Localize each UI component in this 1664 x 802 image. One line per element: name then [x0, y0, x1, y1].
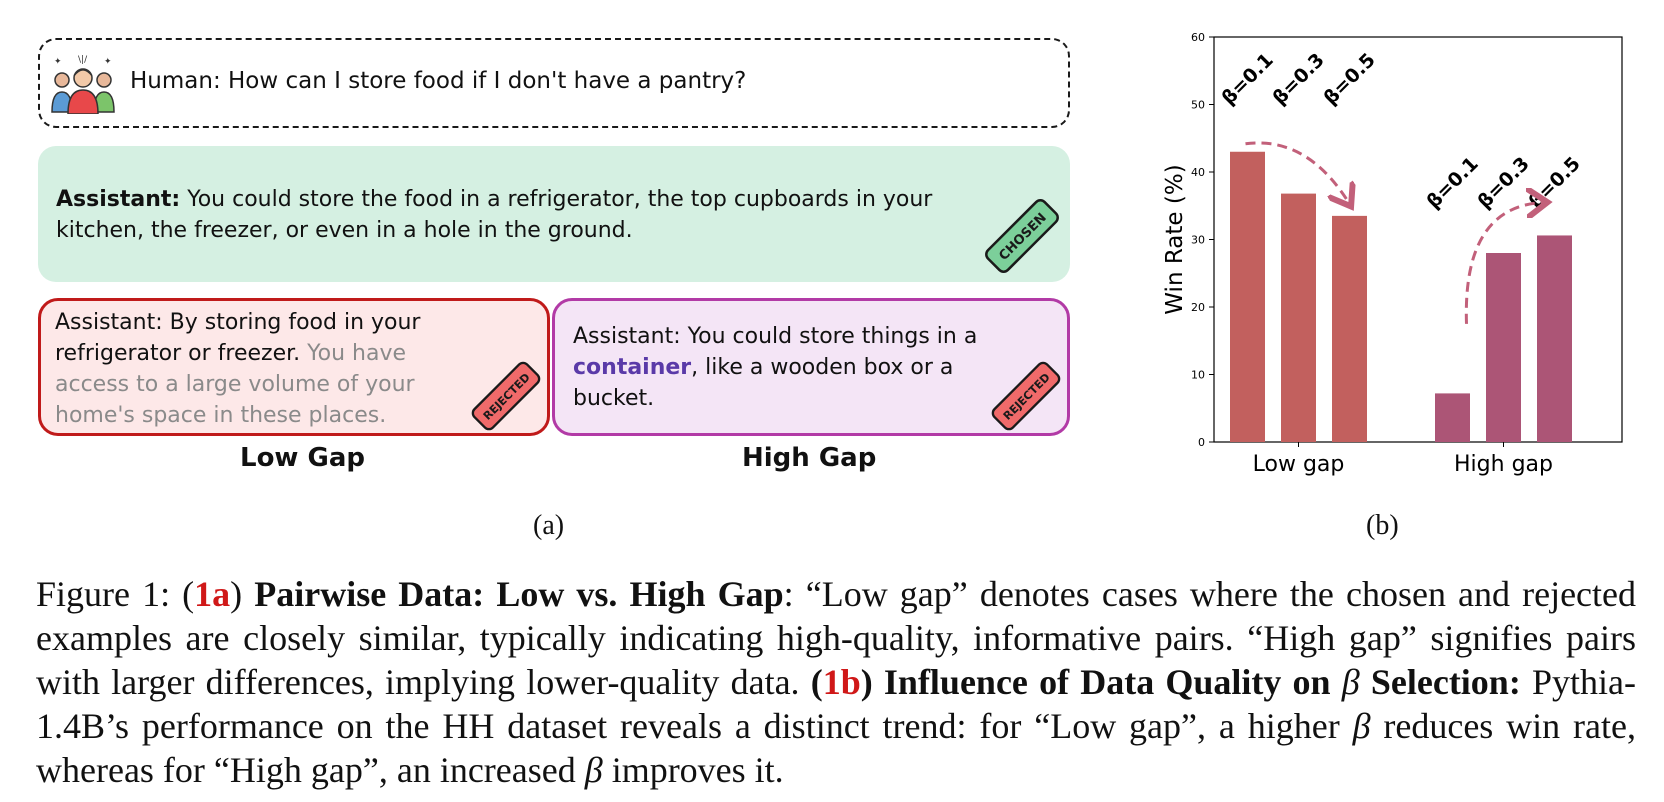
y-tick-label: 30 [1191, 234, 1205, 247]
beta-bar-label: β=0.3 [1473, 153, 1533, 213]
low-gap-rejected-box: Assistant: By storing food in your refri… [38, 298, 550, 436]
bar [1537, 235, 1572, 442]
caption-seg: ) [230, 574, 255, 614]
low-gap-label: Low Gap [240, 443, 365, 473]
caption-bold-1: Pairwise Data: Low vs. High Gap [254, 574, 784, 614]
caption-bold-2b: Selection: [1359, 662, 1521, 702]
caption-seg: reduces win rate, whereas for “High gap”… [36, 706, 1636, 790]
caption-seg: : “Low gap” denotes cases where the chos… [36, 574, 1637, 702]
caption-fig: Figure 1: ( [36, 574, 195, 614]
high-gap-label: High Gap [742, 443, 877, 473]
low-gap-muted: You have access to a large volume of you… [55, 341, 415, 428]
high-gap-after: , like a wooden box or a bucket. [573, 355, 954, 411]
high-gap-before: Assistant: You could store things in a [573, 324, 978, 349]
caption-beta: β [1341, 662, 1360, 702]
low-gap-main: Assistant: By storing food in your refri… [55, 310, 421, 366]
caption-seg: Pythia-1.4B’s performance on the HH data… [36, 662, 1636, 746]
chosen-stamp: CHOSEN [985, 199, 1059, 273]
bar [1281, 193, 1316, 442]
bar [1486, 253, 1521, 442]
y-tick-label: 60 [1191, 31, 1205, 44]
y-axis-label: Win Rate (%) [1162, 164, 1188, 314]
people-icon: ✦ \|/ ✦ [51, 55, 115, 114]
y-tick-label: 50 [1191, 99, 1205, 112]
bar [1230, 151, 1265, 442]
subfigure-b-label: (b) [1366, 510, 1399, 541]
y-tick-label: 40 [1191, 166, 1205, 179]
chosen-response-box: Assistant: You could store the food in a… [38, 146, 1070, 282]
caption-seg: improves it. [602, 750, 784, 790]
subfigure-a-label: (a) [533, 510, 565, 541]
x-tick-label: Low gap [1253, 452, 1345, 477]
bar [1435, 393, 1470, 442]
caption-bold-2a: Influence of Data Quality on [883, 662, 1342, 702]
svg-text:✦: ✦ [54, 57, 62, 67]
caption-paren: ) [860, 662, 884, 702]
human-prompt-text: Human: How can I store food if I don't h… [130, 68, 747, 94]
low-gap-rejected-text: Assistant: By storing food in your refri… [55, 307, 455, 431]
chosen-response-text: Assistant: You could store the food in a… [56, 184, 1006, 246]
high-gap-rejected-box: Assistant: You could store things in a c… [552, 298, 1070, 436]
caption-beta: β [584, 750, 603, 790]
chosen-body: You could store the food in a refrigerat… [56, 187, 933, 243]
caption-beta: β [1352, 706, 1371, 746]
bar [1332, 215, 1367, 442]
caption-ref-1b[interactable]: 1b [822, 662, 861, 702]
high-gap-rejected-text: Assistant: You could store things in a c… [573, 321, 993, 414]
caption-ref-1a[interactable]: 1a [194, 574, 231, 614]
trend-arrow-high-gap [1464, 202, 1544, 324]
y-tick-label: 20 [1191, 301, 1205, 314]
y-tick-label: 10 [1191, 369, 1205, 382]
high-gap-highlight: container [573, 355, 692, 380]
human-prompt-box: ✦ \|/ ✦ Human: How can I store food if I… [38, 38, 1070, 128]
beta-bar-label: β=0.5 [1319, 49, 1379, 109]
beta-bar-label: β=0.3 [1268, 49, 1328, 109]
beta-bar-label: β=0.1 [1422, 153, 1482, 213]
y-tick-label: 0 [1198, 436, 1205, 449]
low-gap-rejected-stamp: REJECTED [471, 361, 541, 431]
caption-paren: ( [810, 662, 823, 702]
svg-text:✦: ✦ [104, 57, 112, 67]
chosen-speaker: Assistant: [56, 187, 181, 212]
figure-caption: Figure 1: (1a) Pairwise Data: Low vs. Hi… [36, 572, 1636, 792]
beta-bar-label: β=0.1 [1217, 49, 1277, 109]
high-gap-rejected-stamp: REJECTED [991, 361, 1061, 431]
svg-text:\|/: \|/ [78, 55, 88, 65]
x-tick-label: High gap [1454, 452, 1553, 477]
